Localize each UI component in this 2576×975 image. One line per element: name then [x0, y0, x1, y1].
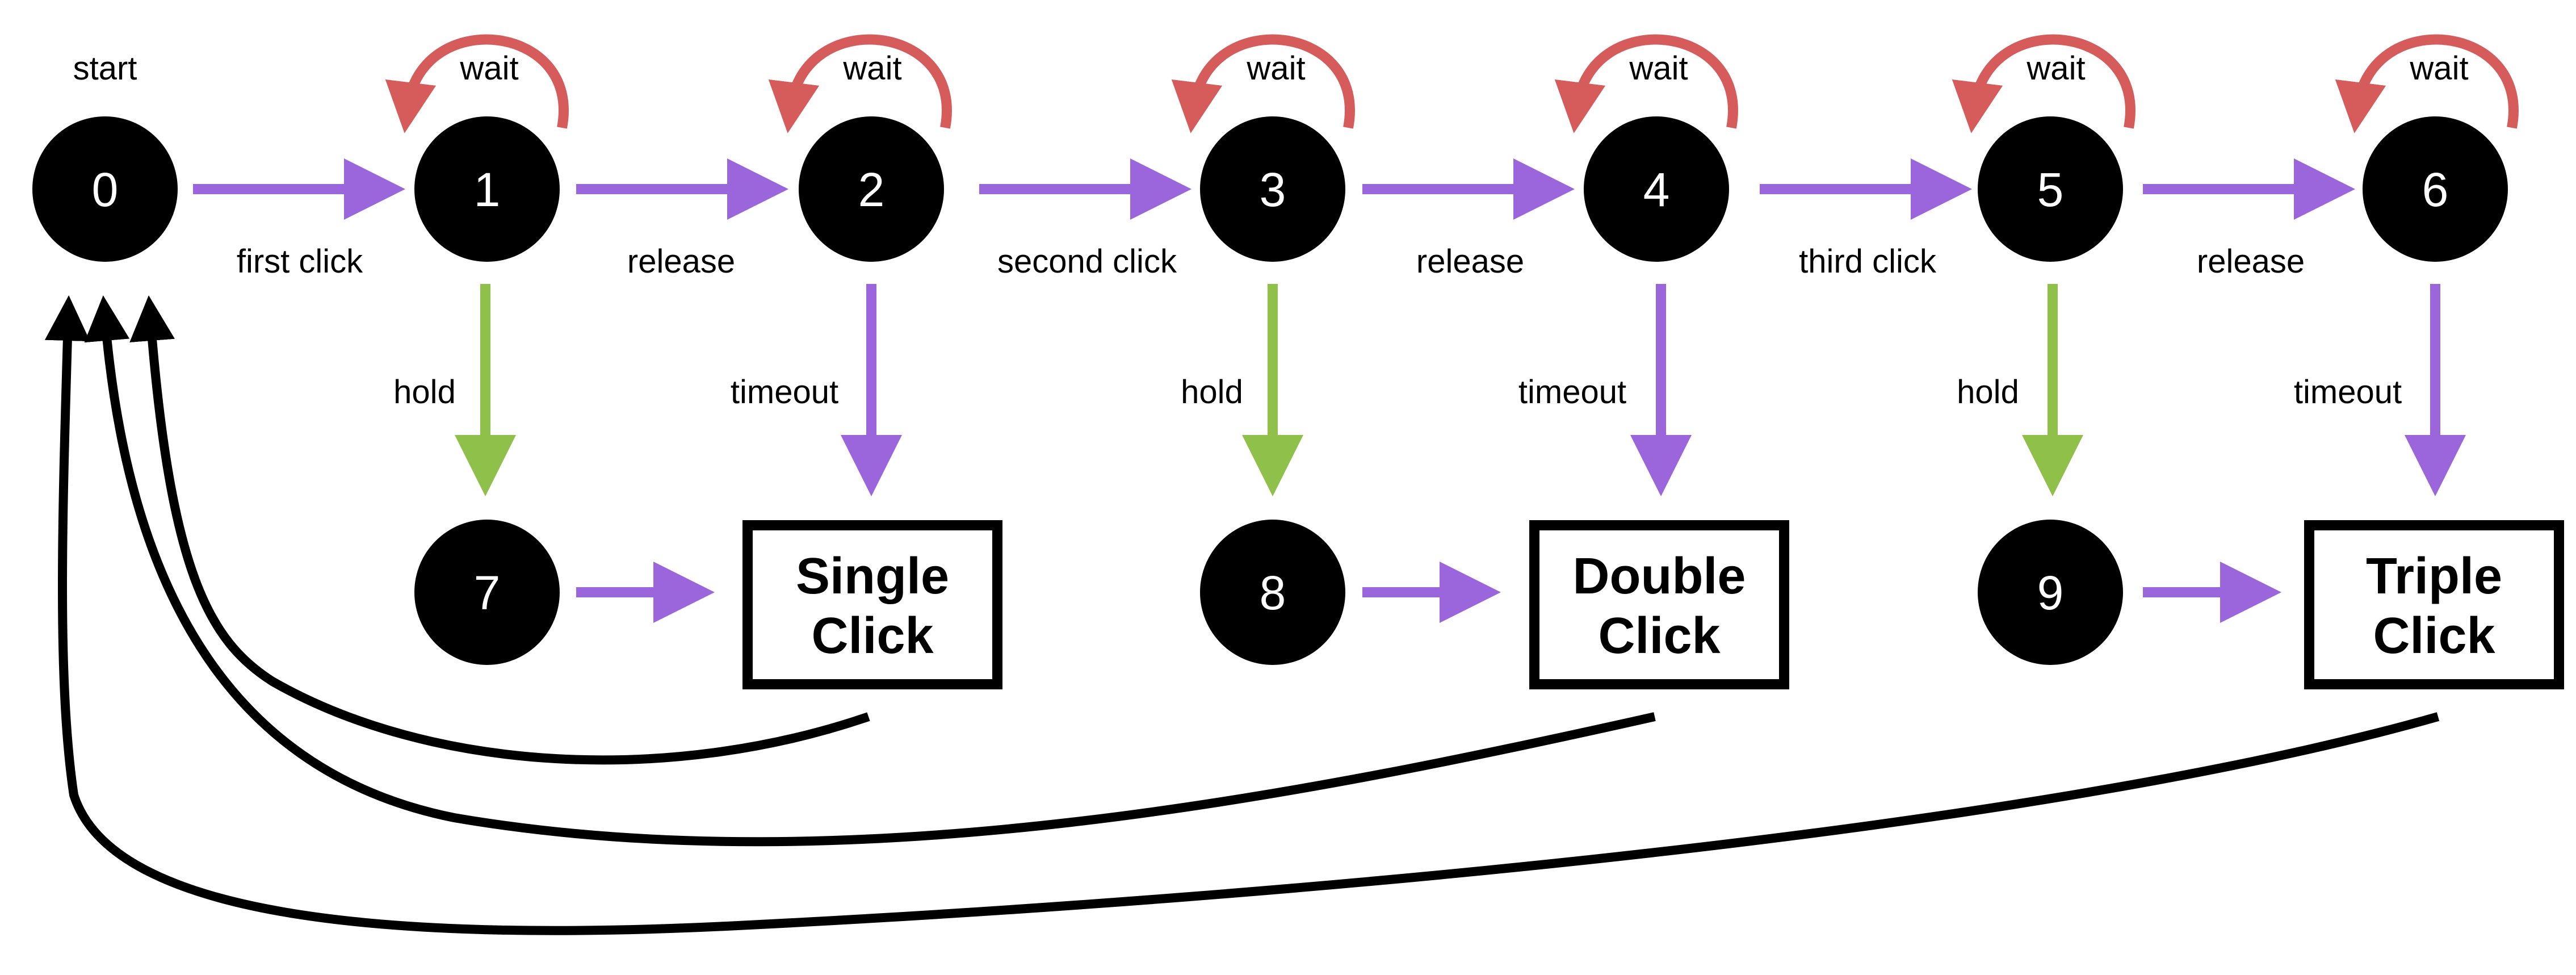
outcome-triple-click: Triple Click: [2304, 520, 2564, 689]
state-9-label: 9: [2037, 566, 2064, 620]
wait-loop-3: [1171, 34, 1355, 133]
state-0: 0: [32, 116, 178, 262]
outcome-double-line1: Double: [1573, 548, 1746, 605]
wait-loop-1: [385, 34, 569, 133]
state-2: 2: [799, 116, 944, 262]
outcome-single-line2: Click: [811, 608, 934, 664]
edge-label-timeout-1: timeout: [731, 374, 838, 411]
state-0-label: 0: [92, 163, 119, 216]
edge-label-first-click: first click: [237, 243, 363, 280]
state-3-label: 3: [1260, 163, 1286, 216]
wait-loop-4: [1554, 34, 1738, 133]
edge-label-hold-3: hold: [1957, 374, 2019, 411]
edge-label-timeout-2: timeout: [1518, 374, 1626, 411]
return-arrow-double: [84, 295, 1656, 847]
state-2-label: 2: [858, 163, 885, 216]
state-7-label: 7: [474, 566, 501, 620]
outcome-triple-line1: Triple: [2366, 548, 2502, 605]
return-arrow-triple: [44, 295, 2440, 935]
wait-loop-6: [2335, 34, 2519, 133]
state-6-label: 6: [2422, 163, 2449, 216]
edge-label-release-3: release: [2197, 243, 2305, 280]
edge-label-second-click: second click: [997, 243, 1177, 280]
state-4: 4: [1584, 116, 1729, 262]
edge-label-release-2: release: [1416, 243, 1524, 280]
outcome-triple-line2: Click: [2373, 608, 2495, 664]
outcome-double-line2: Click: [1598, 608, 1721, 664]
outcome-single-line1: Single: [796, 548, 949, 605]
edge-label-hold-1: hold: [393, 374, 456, 411]
wait-label-2: wait: [842, 50, 901, 87]
state-7: 7: [414, 520, 560, 665]
wait-label-1: wait: [459, 50, 518, 87]
state-9: 9: [1978, 520, 2123, 665]
state-1-label: 1: [474, 163, 501, 216]
edge-label-release-1: release: [627, 243, 735, 280]
wait-label-4: wait: [1629, 50, 1688, 87]
edge-label-third-click: third click: [1799, 243, 1937, 280]
state-8-label: 8: [1260, 566, 1286, 620]
edge-label-timeout-3: timeout: [2294, 374, 2402, 411]
start-label: start: [73, 50, 137, 87]
edge-label-hold-2: hold: [1181, 374, 1243, 411]
state-4-label: 4: [1643, 163, 1670, 216]
wait-label-3: wait: [1246, 50, 1305, 87]
outcome-single-click: Single Click: [742, 520, 1002, 689]
outcome-double-click: Double Click: [1529, 520, 1789, 689]
state-3: 3: [1200, 116, 1345, 262]
state-6: 6: [2363, 116, 2508, 262]
wait-label-6: wait: [2409, 50, 2468, 87]
state-8: 8: [1200, 520, 1345, 665]
wait-label-5: wait: [2026, 50, 2085, 87]
state-5: 5: [1978, 116, 2123, 262]
state-5-label: 5: [2037, 163, 2064, 216]
wait-loop-2: [768, 34, 952, 133]
state-1: 1: [414, 116, 560, 262]
wait-loop-5: [1952, 34, 2136, 133]
return-arrow-single: [129, 295, 870, 765]
